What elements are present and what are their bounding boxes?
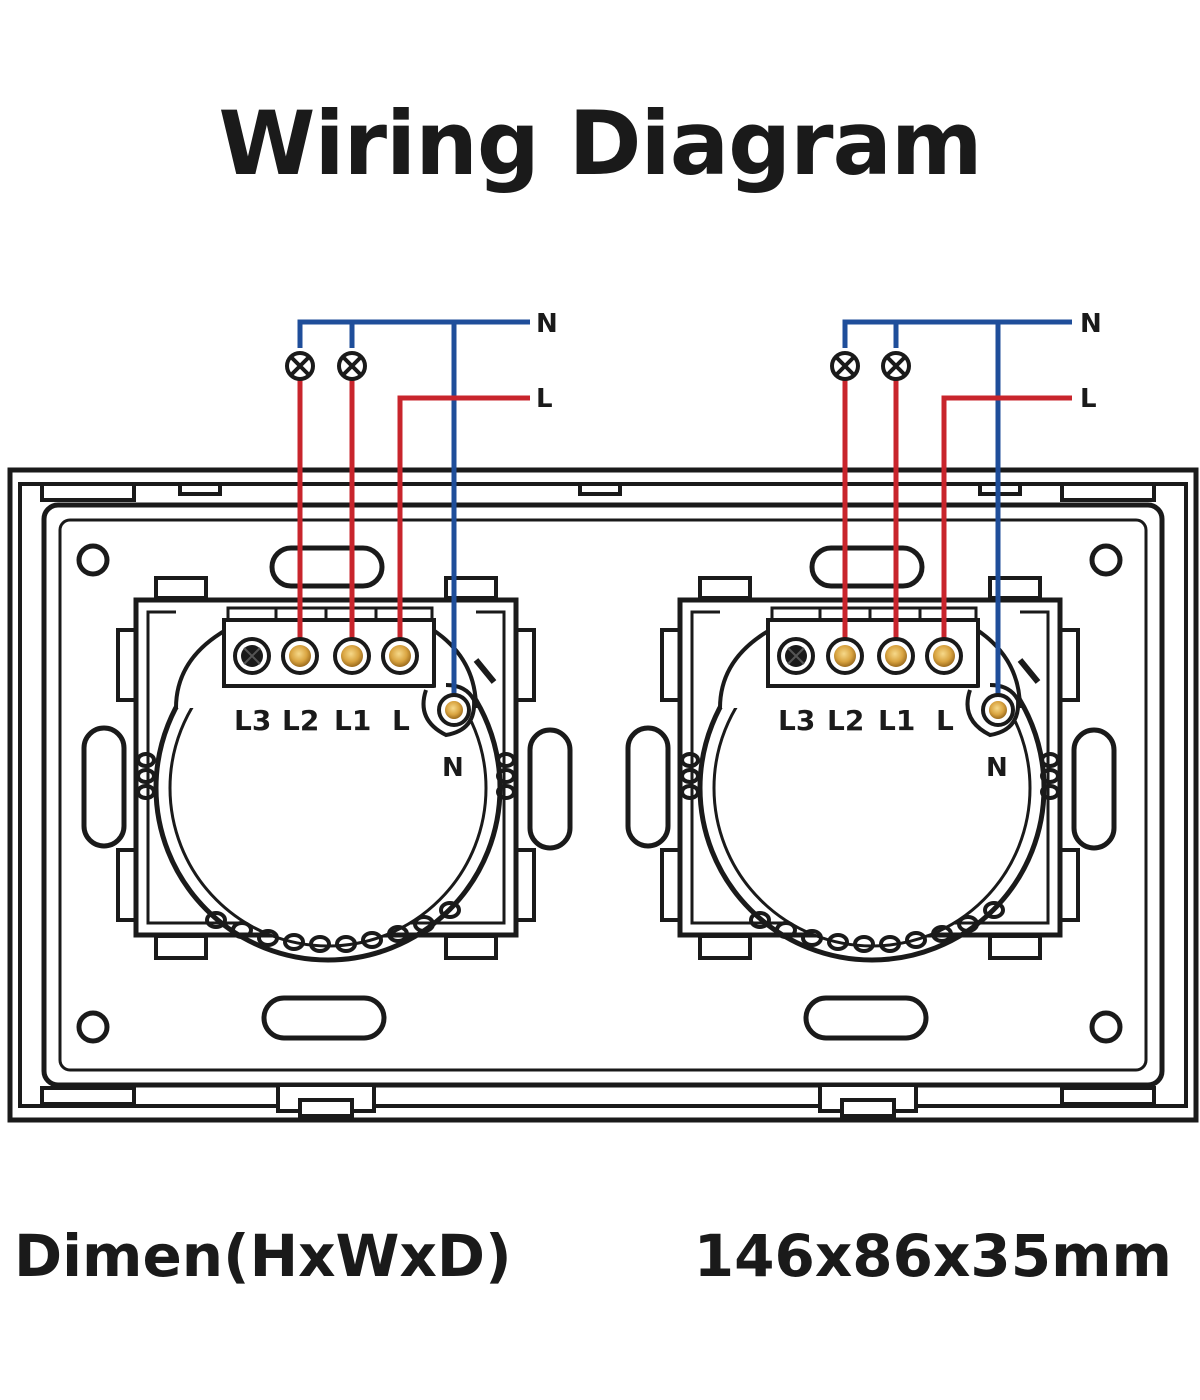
terminal-label-l3: L3 [234,704,271,737]
terminal-label-n: N [986,753,1008,783]
terminal-screw-l1 [333,637,371,675]
lamp-icon [285,351,315,381]
dimensions-label: Dimen(HxWxD) [14,1222,512,1290]
terminal-screw-l [381,637,419,675]
switch-module-left [118,578,534,960]
wall-plate [7,467,1199,1123]
terminal-label-l: L [392,704,410,737]
lamp-icon [881,351,911,381]
neutral-label: N [536,309,558,339]
terminal-label-l1: L1 [878,704,915,737]
switch-module-right [662,578,1078,960]
wiring-right: N L L3 L2 L1 L N [777,309,1102,783]
page-title: Wiring Diagram [218,92,982,195]
terminal-label-n: N [442,753,464,783]
live-label: L [536,384,553,414]
terminal-label-l1: L1 [334,704,371,737]
terminal-label-l: L [936,704,954,737]
terminal-label-l2: L2 [282,704,319,737]
lamp-icon [830,351,860,381]
dimensions-value: 146x86x35mm [693,1222,1172,1290]
terminal-screw-l3 [233,637,271,675]
terminal-label-l3: L3 [778,704,815,737]
terminal-screw-n [437,693,471,727]
terminal-label-l2: L2 [827,704,864,737]
neutral-label: N [1080,309,1102,339]
terminal-screw-n [981,693,1015,727]
live-label: L [1080,384,1097,414]
terminal-screw-l2 [826,637,864,675]
wiring-left: N L L3 L2 L1 L N [233,309,558,783]
lamp-icon [337,351,367,381]
terminal-screw-l1 [877,637,915,675]
terminal-screw-l [925,637,963,675]
terminal-screw-l3 [777,637,815,675]
terminal-screw-l2 [281,637,319,675]
